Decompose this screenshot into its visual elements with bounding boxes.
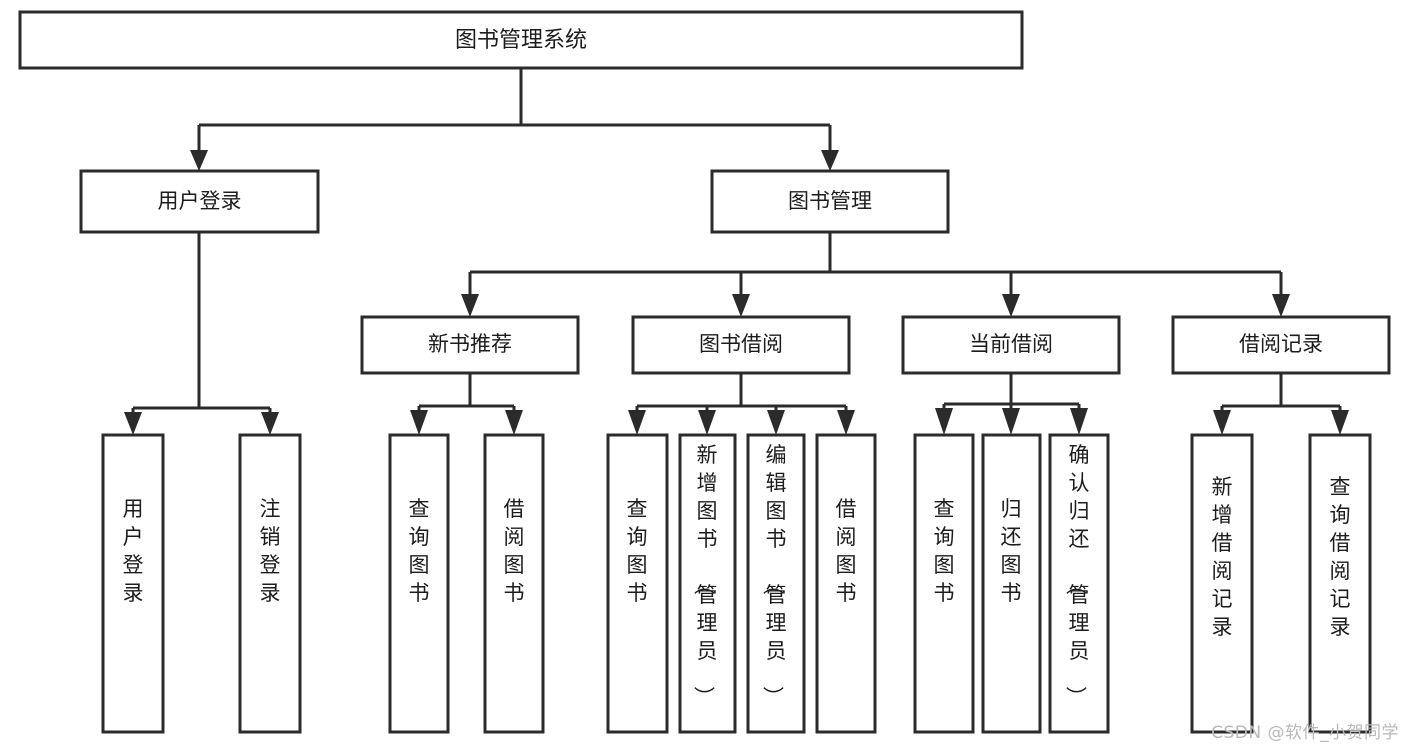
arrow-head-br-leaf-2 bbox=[698, 410, 716, 435]
leaf-box-user-login[interactable] bbox=[101, 433, 165, 734]
leaf-node-borrow-book-rec[interactable]: 借阅图书 bbox=[483, 433, 545, 734]
leaf-box-query-book-cur[interactable] bbox=[913, 433, 975, 734]
node-user-login[interactable]: 用户登录 bbox=[79, 169, 320, 234]
arrow-head-rc-leaf-2 bbox=[1331, 410, 1349, 435]
leaf-node-confirm-return-admin[interactable]: 确认归还（管理员） bbox=[1048, 433, 1110, 734]
arrow-head-cu-leaf-1 bbox=[935, 408, 953, 435]
leaf-node-user-login[interactable]: 用户登录 bbox=[101, 433, 165, 734]
leaf-label-user-login: 用户登录 bbox=[123, 497, 144, 605]
leaf-box-query-book-br[interactable] bbox=[606, 433, 669, 734]
leaf-node-return-book[interactable]: 归还图书 bbox=[981, 433, 1042, 734]
leaf-box-return-book[interactable] bbox=[981, 433, 1042, 734]
leaf-box-query-borrow-record[interactable] bbox=[1308, 433, 1372, 734]
leaf-label-add-book-admin: 新增图书（管理员） bbox=[692, 443, 718, 707]
arrow-head-rc-leaf-1 bbox=[1213, 410, 1231, 435]
leaf-node-query-book-cur[interactable]: 查询图书 bbox=[913, 433, 975, 734]
leaf-label-add-borrow-record: 新增借阅记录 bbox=[1212, 475, 1233, 639]
leaf-box-borrow-book-br[interactable] bbox=[815, 433, 877, 734]
connector-layer bbox=[124, 68, 1349, 435]
arrow-head-cu-leaf-3 bbox=[1070, 408, 1088, 435]
node-user-login-box[interactable] bbox=[79, 169, 320, 234]
arrow-head-current bbox=[1002, 294, 1020, 317]
node-root-label: 图书管理系统 bbox=[455, 28, 587, 53]
node-borrow-record-box[interactable] bbox=[1171, 315, 1391, 375]
node-book-management-box[interactable] bbox=[710, 169, 950, 234]
arrow-head-cu-leaf-2 bbox=[1002, 408, 1020, 435]
leaf-label-query-book-rec: 查询图书 bbox=[409, 497, 430, 605]
leaf-box-edit-book-admin[interactable] bbox=[746, 433, 806, 734]
node-new-book-recommend-box[interactable] bbox=[360, 315, 580, 375]
leaf-box-add-book-admin[interactable] bbox=[678, 433, 737, 734]
node-new-book-recommend-label: 新书推荐 bbox=[428, 332, 512, 356]
node-book-management[interactable]: 图书管理 bbox=[710, 169, 950, 234]
node-user-login-label: 用户登录 bbox=[158, 189, 242, 213]
arrow-head-br-leaf-1 bbox=[628, 410, 646, 435]
leaf-box-add-borrow-record[interactable] bbox=[1190, 433, 1254, 734]
leaf-label-return-book: 归还图书 bbox=[1001, 497, 1022, 605]
node-book-management-label: 图书管理 bbox=[788, 189, 872, 213]
leaf-label-borrow-book-rec: 借阅图书 bbox=[504, 497, 525, 605]
arrow-head-br-leaf-3 bbox=[767, 410, 785, 435]
arrow-head-leaf-user-logout bbox=[261, 412, 279, 435]
leaf-label-confirm-return-admin: 确认归还（管理员） bbox=[1064, 443, 1090, 707]
node-root-box[interactable] bbox=[18, 10, 1024, 70]
node-borrow-record-label: 借阅记录 bbox=[1239, 332, 1323, 356]
leaf-node-add-borrow-record[interactable]: 新增借阅记录 bbox=[1190, 433, 1254, 734]
leaf-box-logout[interactable] bbox=[238, 433, 302, 734]
leaf-node-logout[interactable]: 注销登录 bbox=[238, 433, 302, 734]
leaf-label-logout: 注销登录 bbox=[260, 497, 281, 605]
node-new-book-recommend[interactable]: 新书推荐 bbox=[360, 315, 580, 375]
arrow-head-br-leaf-4 bbox=[837, 410, 855, 435]
arrow-head-nb-leaf-2 bbox=[505, 410, 523, 435]
leaf-node-query-book-br[interactable]: 查询图书 bbox=[606, 433, 669, 734]
node-borrow-record[interactable]: 借阅记录 bbox=[1171, 315, 1391, 375]
leaf-box-confirm-return-admin[interactable] bbox=[1048, 433, 1110, 734]
node-book-borrow-box[interactable] bbox=[631, 315, 851, 375]
leaf-node-edit-book-admin[interactable]: 编辑图书（管理员） bbox=[746, 433, 806, 734]
arrow-head-newbook bbox=[461, 294, 479, 317]
leaf-box-borrow-book-rec[interactable] bbox=[483, 433, 545, 734]
node-book-borrow-label: 图书借阅 bbox=[699, 332, 783, 356]
node-root[interactable]: 图书管理系统 bbox=[18, 10, 1024, 70]
node-book-borrow[interactable]: 图书借阅 bbox=[631, 315, 851, 375]
leaf-label-query-book-cur: 查询图书 bbox=[934, 497, 955, 605]
arrow-head-record bbox=[1272, 294, 1290, 317]
arrow-head-nb-leaf-1 bbox=[410, 410, 428, 435]
node-current-borrow-box[interactable] bbox=[901, 315, 1121, 375]
node-current-borrow[interactable]: 当前借阅 bbox=[901, 315, 1121, 375]
arrow-head-leaf-user-login bbox=[124, 412, 142, 435]
leaf-label-query-book-br: 查询图书 bbox=[627, 497, 648, 605]
arrow-head-borrow bbox=[732, 294, 750, 317]
leaf-label-query-borrow-record: 查询借阅记录 bbox=[1330, 475, 1351, 639]
leaf-label-borrow-book-br: 借阅图书 bbox=[836, 497, 857, 605]
leaf-node-borrow-book-br[interactable]: 借阅图书 bbox=[815, 433, 877, 734]
node-current-borrow-label: 当前借阅 bbox=[969, 332, 1053, 356]
arrow-head-login bbox=[190, 150, 208, 171]
leaf-node-query-book-rec[interactable]: 查询图书 bbox=[388, 433, 450, 734]
leaf-node-query-borrow-record[interactable]: 查询借阅记录 bbox=[1308, 433, 1372, 734]
leaf-node-add-book-admin[interactable]: 新增图书（管理员） bbox=[678, 433, 737, 734]
leaf-layer: 用户登录 注销登录 查询图书 借阅图书 查询图书 新增图书（管理员） bbox=[101, 433, 1372, 734]
arrow-head-bookmgmt bbox=[821, 150, 839, 171]
leaf-label-edit-book-admin: 编辑图书（管理员） bbox=[761, 443, 787, 707]
leaf-box-query-book-rec[interactable] bbox=[388, 433, 450, 734]
